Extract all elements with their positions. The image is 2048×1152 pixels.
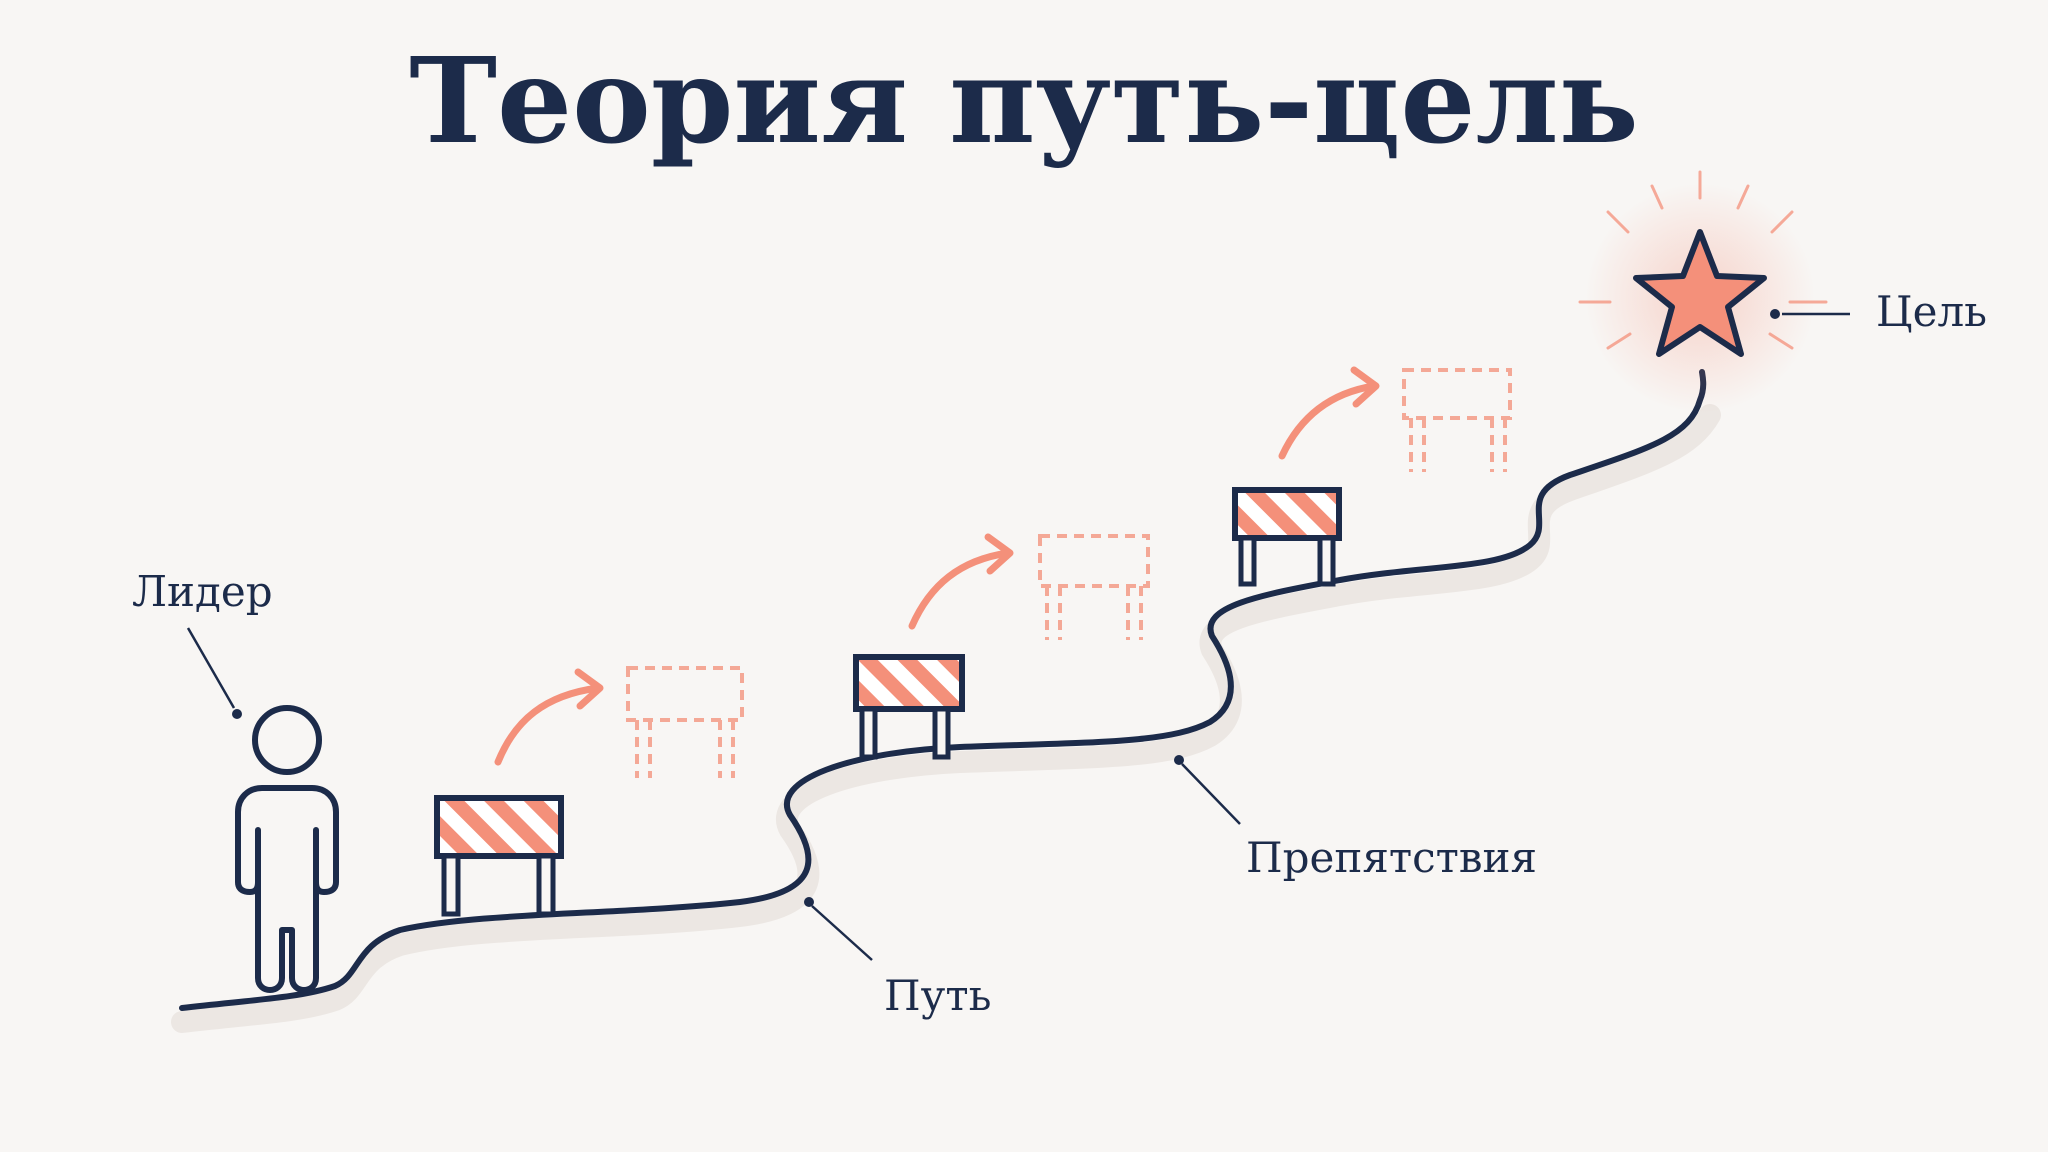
curved-arrow-icon (908, 533, 1014, 630)
ghost-barrier-icon (1038, 534, 1150, 640)
curved-arrow-icon (494, 668, 604, 766)
obstacles-label: Препятствия (1246, 833, 1537, 882)
star-icon (1633, 229, 1767, 357)
path-label: Путь (884, 971, 991, 1020)
barrier-icon (434, 795, 564, 917)
goal-pointer-dot (1770, 309, 1780, 319)
person-icon (235, 705, 339, 993)
leader-label: Лидер (132, 567, 273, 616)
ghost-barrier-icon (626, 666, 744, 778)
obstacles-pointer-dot (1174, 755, 1184, 765)
barrier-icon (853, 654, 965, 760)
curved-arrow-icon (1278, 366, 1380, 460)
barrier-icon (1232, 487, 1342, 587)
goal-label: Цель (1876, 287, 1987, 336)
leader-pointer-dot (232, 709, 242, 719)
goal-rays (1578, 170, 1828, 350)
path-shadow (171, 404, 1721, 1033)
page-title: Теория путь-цель (409, 31, 1639, 170)
leader-pointer (186, 627, 236, 709)
ghost-barrier-icon (1402, 368, 1512, 472)
path-road (179, 369, 1707, 1011)
obstacles-pointer (1181, 763, 1241, 825)
path-pointer-dot (804, 897, 814, 907)
path-pointer (811, 905, 873, 961)
